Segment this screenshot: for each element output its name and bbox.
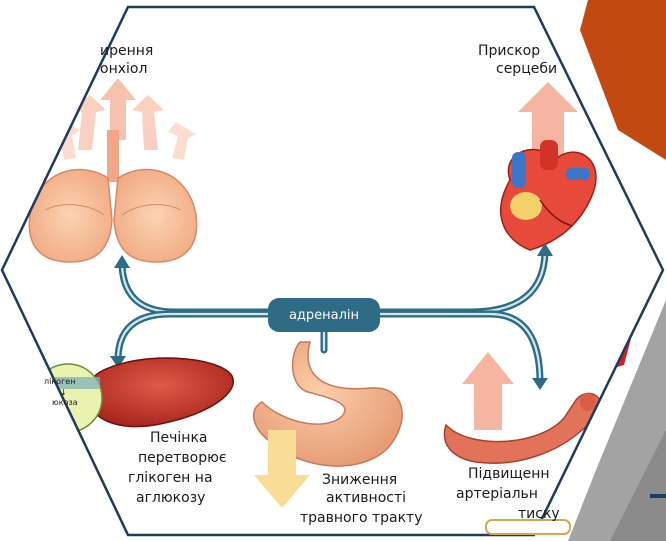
heart-label-line1: Прискор — [478, 43, 540, 60]
glycogen-label: лікоген — [44, 377, 75, 386]
pressure-label-line3: тиску — [518, 506, 560, 523]
liver-label-line2: перетворює — [138, 450, 227, 467]
bronchi-label-line2: онхіол — [100, 61, 147, 78]
heart-label-line2: серцеби — [496, 61, 557, 78]
liver-label-line4: аглюкозу — [136, 490, 205, 507]
stomach-label-line1: Зниження — [322, 472, 397, 489]
glycogen-arrow: ↓ — [60, 388, 67, 397]
bottom-right-dash — [650, 494, 666, 498]
liver-label-line1: Печінка — [150, 430, 208, 447]
pressure-label-line1: Підвищенн — [468, 466, 550, 483]
stomach-label-line2: активності — [326, 490, 406, 507]
pressure-label-line2: артеріальн — [456, 486, 538, 503]
stomach-label-line3: травного тракту — [300, 510, 422, 527]
hub-label: адреналін — [268, 308, 380, 323]
glucose-label: юкоза — [52, 398, 78, 407]
bronchi-label-line1: ирення — [100, 43, 153, 60]
liver-label-line3: глікоген на — [128, 470, 213, 487]
